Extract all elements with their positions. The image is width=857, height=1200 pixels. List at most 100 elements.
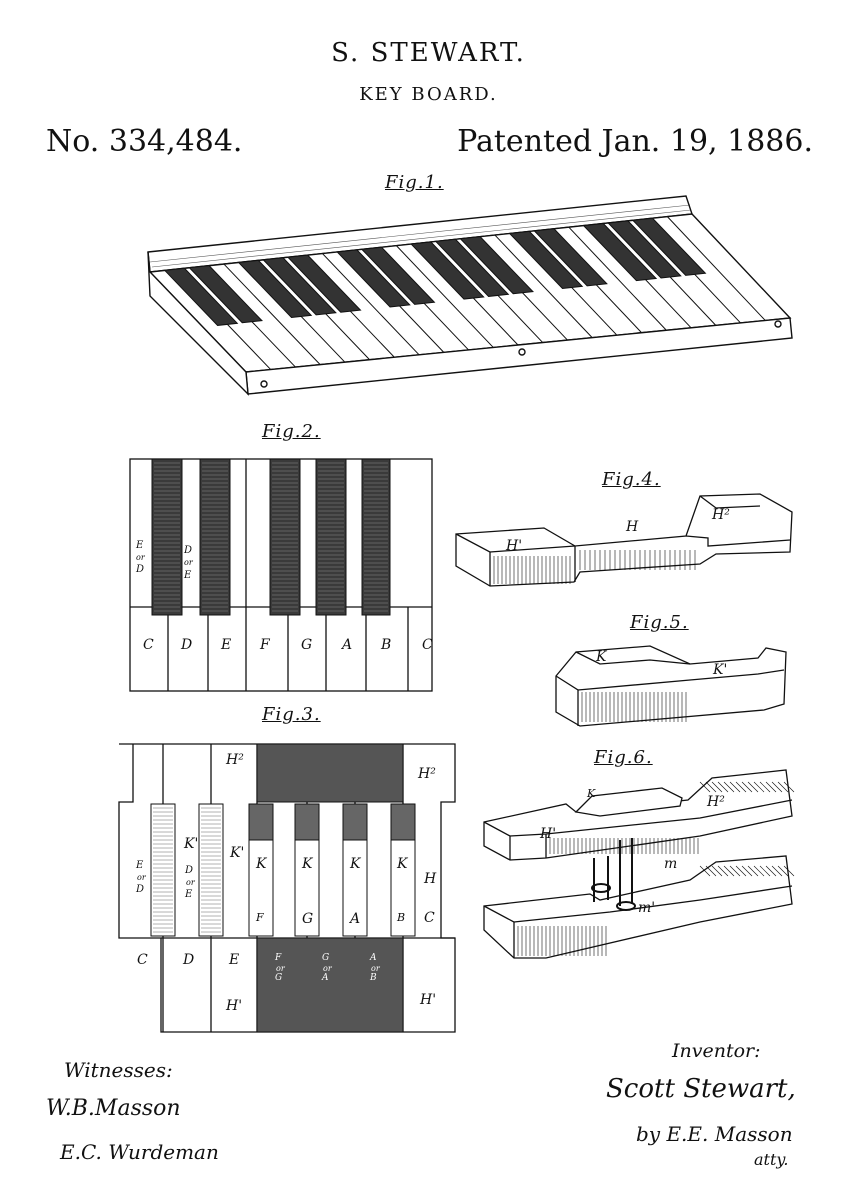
fig3-left-sharp1-or: or	[137, 873, 146, 882]
fig6-m: m	[664, 856, 678, 872]
fig1-black-key	[631, 217, 707, 276]
fig4-label: Fig.4.	[602, 469, 661, 490]
fig3-upper-g: G	[302, 911, 314, 927]
fig1-black-key	[237, 259, 313, 319]
fig2-key-d: D	[181, 637, 193, 653]
inventor-signature: Scott Stewart,	[606, 1074, 796, 1104]
fig2-sharp1-top: E	[136, 540, 144, 551]
fig6-hatch-line	[783, 781, 795, 793]
fig3-key-d: D	[183, 952, 195, 968]
fig3-k-4: K	[397, 856, 408, 872]
fig2-black-key	[199, 458, 231, 616]
fig6-hatch-line	[711, 865, 723, 877]
fig1-key-divider	[322, 253, 420, 356]
fig1-key-divider	[396, 245, 494, 348]
fig3-k-prime-2: K'	[230, 845, 245, 861]
fig3-dark-top	[256, 743, 404, 803]
inventor-label: Inventor:	[672, 1040, 761, 1062]
fig2-sharp2-bot: E	[184, 570, 192, 581]
fig4-h: H	[626, 519, 639, 535]
fig2-black-key	[151, 458, 183, 616]
fig2-key-c2: C	[422, 637, 433, 653]
fig1-black-key	[360, 246, 436, 305]
fig2-key-c1: C	[143, 637, 154, 653]
fig3-upper-key-cap	[294, 803, 320, 841]
fig6-label: Fig.6.	[594, 747, 653, 768]
fig3-h-prime-right: H'	[420, 992, 437, 1008]
fig3-left-sharp	[198, 803, 224, 937]
fig6-hatch-line	[705, 781, 717, 793]
fig3-sharp3-a: A	[370, 953, 377, 963]
fig2-label: Fig.2.	[262, 421, 321, 442]
fig1-key-divider	[494, 234, 593, 338]
fig3-sharp1-a: F	[275, 953, 282, 963]
fig1-black-key	[459, 236, 534, 295]
fig2-key-f: F	[260, 637, 270, 653]
inventor-name: S. STEWART.	[331, 38, 526, 68]
fig3-key-c: C	[137, 952, 148, 968]
fig6-hatch-line	[717, 865, 729, 877]
fig1-black-key	[188, 265, 263, 324]
fig4-h-prime: H'	[506, 538, 523, 554]
fig3-h-prime-left: H'	[226, 998, 243, 1014]
fig6-hatch-line	[753, 781, 765, 793]
fig2-sharp1-or: or	[136, 553, 145, 562]
fig6-hatch-line	[747, 781, 759, 793]
fig6-hatch-line	[729, 865, 741, 877]
fig6-hatch-line	[699, 865, 711, 877]
fig3-h2-left: H²	[226, 752, 244, 768]
fig1-black-key	[336, 249, 411, 308]
fig1-black-key	[410, 241, 485, 300]
fig6-hatch-line	[723, 781, 735, 793]
fig3-sharp2-b: A	[322, 973, 329, 983]
fig6-hatch-line	[771, 781, 783, 793]
fig3-upper-key-cap	[248, 803, 274, 841]
fig3-upper-key-cap	[342, 803, 368, 841]
fig3-left-sharp	[150, 803, 176, 937]
fig2-sharp2-or: or	[184, 558, 193, 567]
fig6-hatch-line	[777, 781, 789, 793]
fig3-sharp2-or: or	[323, 964, 332, 973]
fig2-key-plan	[129, 458, 433, 692]
patent-number: No. 334,484.	[46, 124, 243, 159]
fig2-black-key	[361, 458, 391, 616]
fig1-key-divider	[568, 226, 667, 331]
fig1-black-key	[286, 254, 362, 313]
fig3-left-sharp2-or: or	[186, 878, 195, 887]
fig5-k-prime: K'	[713, 662, 728, 678]
fig3-key-plan	[118, 743, 456, 1033]
fig3-left-sharp1-b: D	[136, 884, 145, 895]
fig6-hatch-line	[771, 865, 783, 877]
fig6-k: K	[587, 787, 596, 800]
fig3-upper-b: B	[397, 911, 406, 924]
witness-signature-1: W.B.Masson	[46, 1096, 181, 1121]
fig6-hatch-line	[759, 865, 771, 877]
fig2-black-key	[269, 458, 301, 616]
fig2-key-e: E	[221, 637, 232, 653]
fig2-black-key	[315, 458, 347, 616]
fig6-hatch-line	[753, 865, 765, 877]
fig6-hatch-line	[729, 781, 741, 793]
fig6-hatch-line	[735, 865, 747, 877]
fig6-hatch-line	[723, 865, 735, 877]
fig1-key-divider	[666, 216, 766, 321]
fig2-sharp1-bot: D	[136, 564, 145, 575]
fig6-hatch-line	[759, 781, 771, 793]
fig1-black-key	[607, 220, 682, 279]
fig3-k-prime-1: K'	[184, 836, 199, 852]
fig6-h-prime: H'	[540, 826, 557, 842]
fig5-k: K	[596, 649, 607, 665]
fig2-key-a: A	[342, 637, 353, 653]
fig1-label: Fig.1.	[385, 172, 444, 193]
fig3-c: C	[424, 910, 435, 926]
fig3-left-sharp2-a: D	[185, 865, 194, 876]
patent-date: Patented Jan. 19, 1886.	[457, 124, 813, 159]
fig3-sharp3-b: B	[370, 973, 377, 983]
fig6-hatch-line	[777, 865, 789, 877]
fig2-key-g: G	[301, 637, 313, 653]
fig3-dark-bottom	[256, 937, 404, 1033]
fig3-sharp1-b: G	[275, 973, 283, 983]
